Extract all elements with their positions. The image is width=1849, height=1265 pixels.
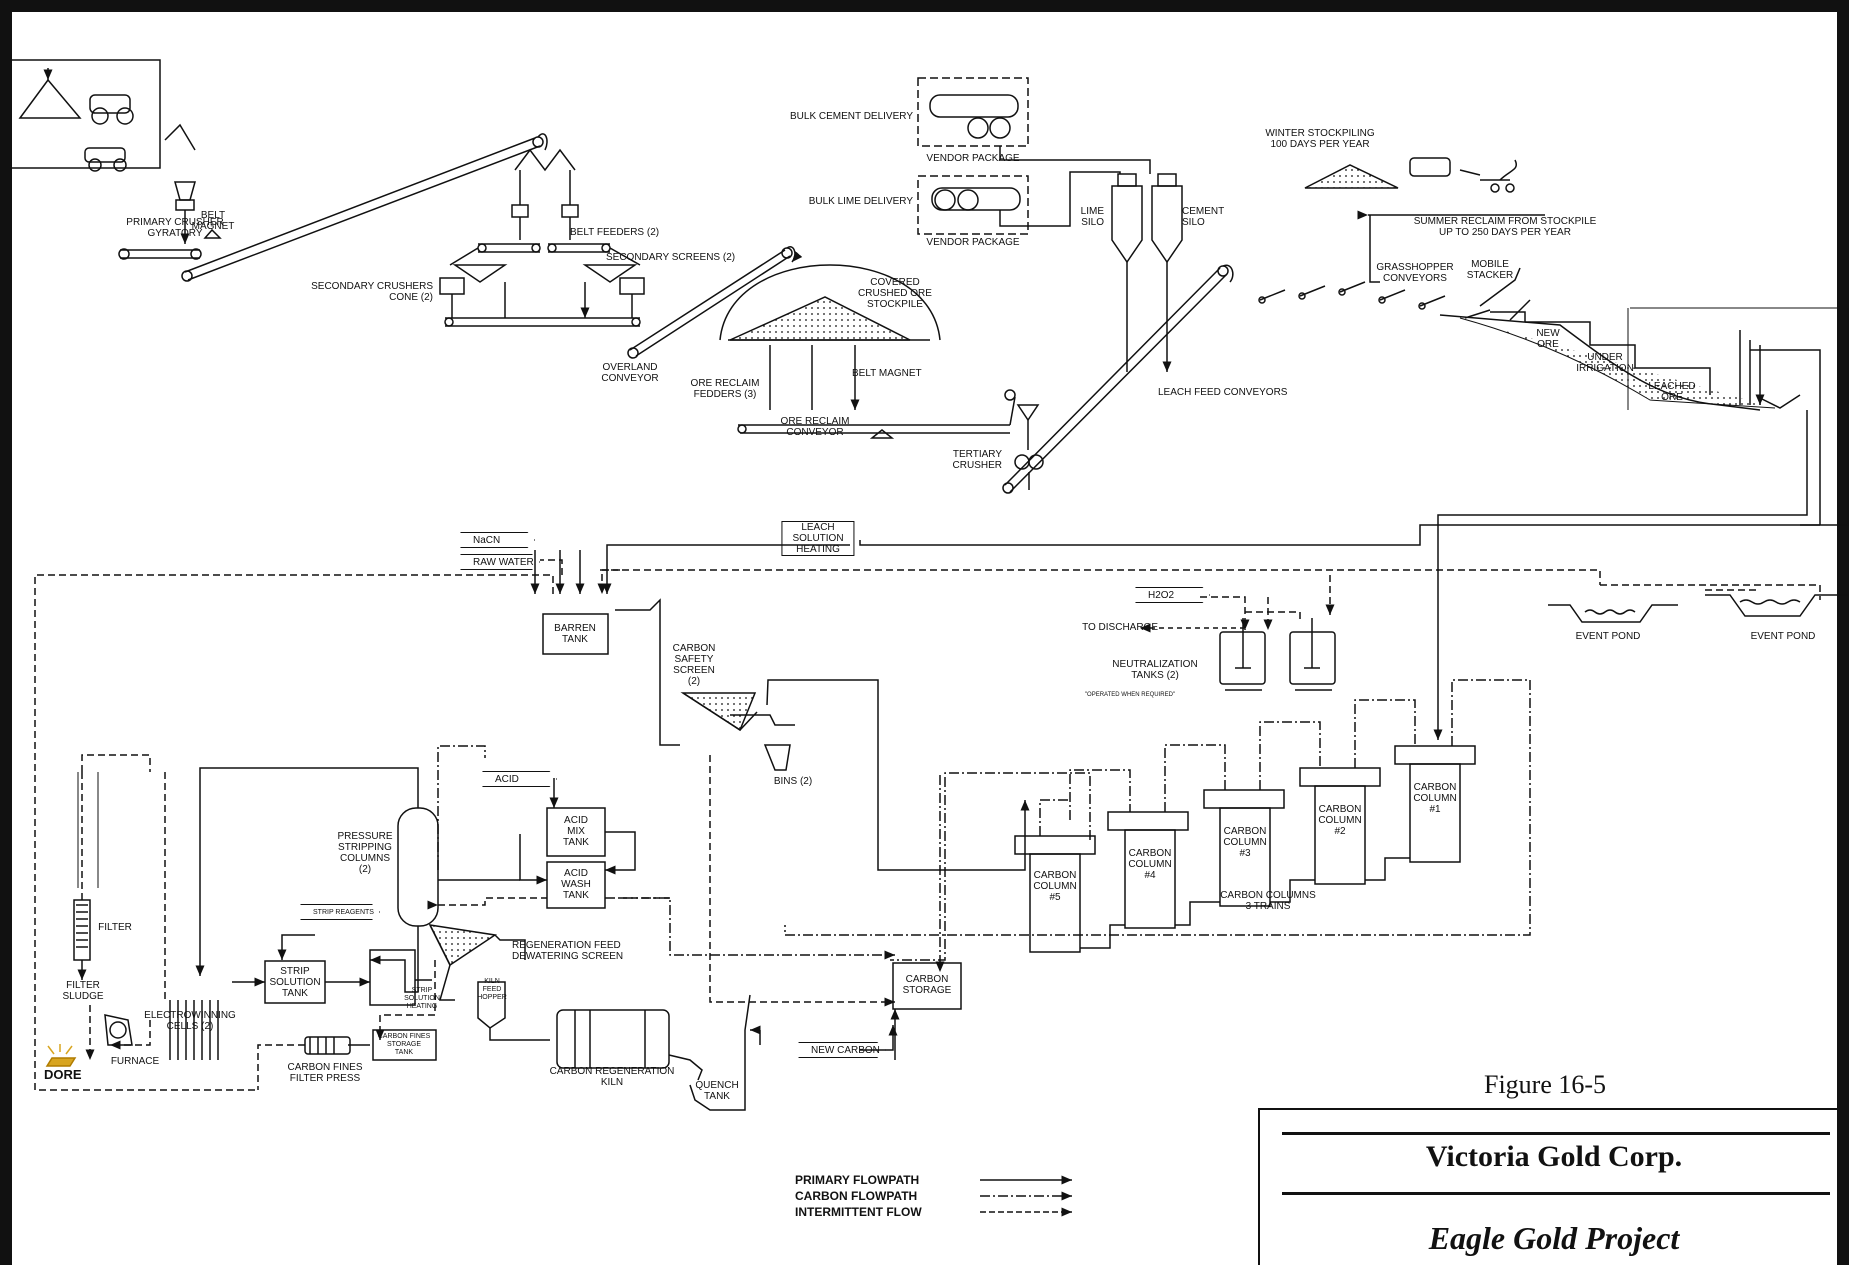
label-ore-reclaim-conveyor: ORE RECLAIM CONVEYOR bbox=[781, 416, 850, 438]
label-mobile-stacker: MOBILE STACKER bbox=[1467, 259, 1514, 281]
overland-conveyor bbox=[628, 247, 795, 358]
label-electrowinning: ELECTROWINNING CELLS (2) bbox=[144, 1010, 236, 1032]
label-filter-sludge: FILTER SLUDGE bbox=[62, 980, 103, 1002]
barren-tank bbox=[543, 600, 1025, 870]
label-acid-mix-tank: ACID MIX TANK bbox=[563, 815, 589, 848]
label-operated-note: "OPERATED WHEN REQUIRED" bbox=[1085, 690, 1175, 701]
label-overland-conveyor: OVERLAND CONVEYOR bbox=[601, 362, 658, 384]
label-kiln-hopper: KILN FEED HOPPER bbox=[477, 978, 507, 1002]
label-under-irrigation: UNDER IRRIGATION bbox=[1576, 352, 1634, 374]
label-regen-screen: REGENERATION FEED DEWATERING SCREEN bbox=[512, 940, 623, 962]
label-lime-silo: LIME SILO bbox=[1081, 206, 1104, 228]
label-carbon-column-3: CARBON COLUMN #3 bbox=[1223, 826, 1266, 859]
label-event-pond-2: EVENT POND bbox=[1751, 631, 1816, 642]
legend-intermittent: INTERMITTENT FLOW bbox=[795, 1205, 922, 1219]
legend-carbon: CARBON FLOWPATH bbox=[795, 1189, 917, 1203]
title-rule-top bbox=[1282, 1132, 1830, 1135]
title-rule-bottom bbox=[1282, 1192, 1830, 1195]
label-covered-stockpile: COVERED CRUSHED ORE STOCKPILE bbox=[858, 277, 932, 310]
label-ore-reclaim-feeders: ORE RECLAIM FEDDERS (3) bbox=[691, 378, 760, 400]
label-carbon-fines-press: CARBON FINES FILTER PRESS bbox=[287, 1062, 362, 1084]
label-secondary-crushers: SECONDARY CRUSHERS CONE (2) bbox=[311, 281, 433, 303]
secondary-crushing bbox=[440, 150, 644, 326]
company-name: Victoria Gold Corp. bbox=[1260, 1140, 1848, 1174]
label-bulk-cement: BULK CEMENT DELIVERY bbox=[790, 111, 913, 122]
label-acid-wash-tank: ACID WASH TANK bbox=[561, 868, 591, 901]
label-carbon-fines-tank: CARBON FINES STORAGE TANK bbox=[378, 1033, 431, 1057]
main-conveyor bbox=[182, 134, 547, 281]
mine-area bbox=[12, 60, 195, 171]
label-bulk-lime: BULK LIME DELIVERY bbox=[809, 196, 913, 207]
leach-feed-conveyor bbox=[1003, 265, 1233, 493]
figure-label: Figure 16-5 bbox=[1484, 1070, 1606, 1100]
tag-strip-reagents: STRIP REAGENTS bbox=[300, 904, 380, 920]
label-quench-tank: QUENCH TANK bbox=[695, 1080, 738, 1102]
legend-primary: PRIMARY FLOWPATH bbox=[795, 1173, 919, 1187]
label-belt-magnet-1: BELT MAGNET bbox=[192, 210, 235, 232]
tag-new-carbon: NEW CARBON bbox=[798, 1042, 886, 1058]
neutralization-tanks bbox=[1220, 618, 1335, 690]
label-summer-reclaim: SUMMER RECLAIM FROM STOCKPILE UP TO 250 … bbox=[1414, 216, 1597, 238]
box-leach-heating: LEACH SOLUTION HEATING bbox=[781, 521, 854, 556]
label-carbon-safety-screen: CARBON SAFETY SCREEN (2) bbox=[673, 643, 716, 687]
label-carbon-storage: CARBON STORAGE bbox=[903, 974, 952, 996]
label-belt-feeders: BELT FEEDERS (2) bbox=[570, 227, 659, 238]
label-dore: DORE bbox=[44, 1068, 82, 1082]
label-grasshopper: GRASSHOPPER CONVEYORS bbox=[1376, 262, 1453, 284]
tag-raw-water: RAW WATER bbox=[460, 554, 540, 570]
label-furnace: FURNACE bbox=[111, 1056, 159, 1067]
label-leached-ore: LEACHED ORE bbox=[1648, 381, 1695, 403]
label-neutralization: NEUTRALIZATION TANKS (2) bbox=[1112, 659, 1197, 681]
label-vendor-package-1: VENDOR PACKAGE bbox=[926, 153, 1019, 164]
tertiary-crusher bbox=[1015, 405, 1043, 490]
label-carbon-column-1: CARBON COLUMN #1 bbox=[1413, 782, 1456, 815]
label-secondary-screens: SECONDARY SCREENS (2) bbox=[606, 252, 735, 263]
reagent-silos bbox=[918, 78, 1182, 372]
label-carbon-column-5: CARBON COLUMN #5 bbox=[1033, 870, 1076, 903]
label-vendor-package-2: VENDOR PACKAGE bbox=[926, 237, 1019, 248]
label-carbon-columns-trains: CARBON COLUMNS 3 TRAINS bbox=[1220, 890, 1316, 912]
label-carbon-column-4: CARBON COLUMN #4 bbox=[1128, 848, 1171, 881]
tag-nacn: NaCN bbox=[460, 532, 535, 548]
label-tertiary-crusher: TERTIARY CRUSHER bbox=[953, 449, 1002, 471]
label-event-pond-1: EVENT POND bbox=[1576, 631, 1641, 642]
label-to-discharge: TO DISCHARGE bbox=[1082, 622, 1158, 633]
label-cement-silo: CEMENT SILO bbox=[1182, 206, 1224, 228]
label-bins: BINS (2) bbox=[774, 776, 812, 787]
event-ponds bbox=[1548, 595, 1848, 622]
label-leach-feed-conveyors: LEACH FEED CONVEYORS bbox=[1158, 387, 1287, 398]
legend-lines bbox=[980, 1180, 1072, 1212]
label-carbon-regen-kiln: CARBON REGENERATION KILN bbox=[550, 1066, 675, 1088]
project-name: Eagle Gold Project bbox=[1260, 1220, 1848, 1257]
label-strip-solution-tank: STRIP SOLUTION TANK bbox=[269, 966, 320, 999]
carbon-columns bbox=[785, 680, 1530, 972]
tag-acid: ACID bbox=[482, 771, 557, 787]
label-carbon-column-2: CARBON COLUMN #2 bbox=[1318, 804, 1361, 837]
title-block: Victoria Gold Corp. Eagle Gold Project bbox=[1258, 1108, 1849, 1265]
label-new-ore: NEW ORE bbox=[1536, 328, 1559, 350]
label-filter: FILTER bbox=[98, 922, 132, 933]
stripping-circuit bbox=[170, 746, 895, 1060]
label-strip-heating: STRIP SOLUTION HEATING bbox=[404, 987, 440, 1011]
tag-h2o2: H2O2 bbox=[1135, 587, 1210, 603]
label-barren-tank: BARREN TANK bbox=[554, 623, 596, 645]
label-winter-stockpiling: WINTER STOCKPILING 100 DAYS PER YEAR bbox=[1265, 128, 1374, 150]
label-belt-magnet-2: BELT MAGNET bbox=[852, 368, 922, 379]
label-pressure-stripping: PRESSURE STRIPPING COLUMNS (2) bbox=[337, 831, 392, 875]
